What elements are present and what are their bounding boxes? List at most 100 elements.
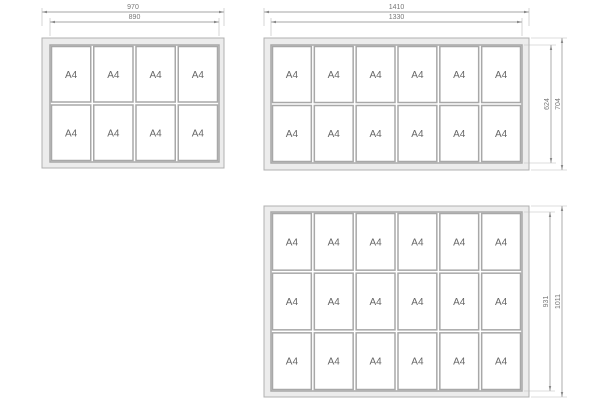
a4-label: A4 <box>328 70 341 81</box>
a4-label: A4 <box>328 297 341 308</box>
dim-height-inner-2-label: 624 <box>544 98 551 110</box>
a4-label: A4 <box>286 237 299 248</box>
a4-pocket <box>397 45 438 104</box>
a4-pocket <box>135 45 176 103</box>
board-inner-frame <box>270 44 523 164</box>
dim-width-outer-1-label: 970 <box>127 4 139 11</box>
dim-height-outer-3-label: 1011 <box>555 294 562 309</box>
a4-label: A4 <box>369 129 382 140</box>
a4-pocket <box>271 332 313 391</box>
a4-label: A4 <box>328 357 341 368</box>
a4-pocket <box>355 212 396 271</box>
dim-height-outer-2-arrow <box>560 165 564 170</box>
board-6x2 <box>263 37 530 171</box>
a4-pocket <box>480 332 522 391</box>
a4-pocket <box>271 45 313 104</box>
a4-pocket <box>397 212 438 271</box>
a4-label: A4 <box>369 297 382 308</box>
a4-label: A4 <box>65 128 78 139</box>
a4-pocket <box>355 104 396 163</box>
a4-label: A4 <box>411 129 424 140</box>
board-inner-frame <box>270 211 523 392</box>
a4-label: A4 <box>495 237 508 248</box>
a4-label: A4 <box>495 357 508 368</box>
a4-label: A4 <box>107 128 120 139</box>
dim-height-inner-3-arrow <box>548 386 552 391</box>
a4-label: A4 <box>286 70 299 81</box>
a4-pocket <box>355 45 396 104</box>
a4-label: A4 <box>411 297 424 308</box>
a4-pocket <box>439 104 480 163</box>
a4-pocket <box>313 45 354 104</box>
a4-label: A4 <box>495 129 508 140</box>
a4-label: A4 <box>107 70 120 81</box>
dim-width-inner-1-arrow <box>50 20 55 24</box>
dim-width-inner-1-label: 890 <box>129 14 141 21</box>
dim-height-inner-3-label: 931 <box>543 296 550 308</box>
a4-label: A4 <box>192 70 205 81</box>
a4-label: A4 <box>411 70 424 81</box>
a4-pocket <box>397 104 438 163</box>
a4-pocket <box>50 45 92 103</box>
a4-label: A4 <box>192 128 205 139</box>
a4-pocket <box>480 104 522 163</box>
dim-width-outer-1-arrow <box>219 10 224 14</box>
a4-pocket <box>439 212 480 271</box>
a4-pocket <box>355 332 396 391</box>
a4-pocket <box>313 332 354 391</box>
a4-pocket <box>355 272 396 331</box>
dim-height-inner-3-arrow <box>548 212 552 217</box>
dim-height-inner-2-arrow <box>549 158 553 163</box>
a4-label: A4 <box>150 128 163 139</box>
a4-pocket <box>313 104 354 163</box>
a4-pocket <box>93 45 134 103</box>
a4-label: A4 <box>286 297 299 308</box>
a4-pocket <box>397 272 438 331</box>
dim-height-outer-3-arrow <box>560 392 564 397</box>
a4-label: A4 <box>453 357 466 368</box>
a4-pocket <box>135 104 176 162</box>
a4-pocket <box>439 272 480 331</box>
a4-label: A4 <box>150 70 163 81</box>
a4-label: A4 <box>495 70 508 81</box>
dim-width-inner-2-label: 1330 <box>389 14 405 21</box>
dim-width-outer-2-label: 1410 <box>389 4 405 11</box>
a4-pocket <box>313 272 354 331</box>
dim-width-inner-2-arrow <box>271 20 276 24</box>
a4-label: A4 <box>411 237 424 248</box>
a4-label: A4 <box>286 357 299 368</box>
a4-label: A4 <box>328 129 341 140</box>
a4-pocket <box>50 104 92 162</box>
dim-height-inner-2-arrow <box>549 45 553 50</box>
dim-width-inner-2-arrow <box>517 20 522 24</box>
a4-label: A4 <box>328 237 341 248</box>
board-6x3 <box>263 205 530 398</box>
a4-label: A4 <box>369 70 382 81</box>
a4-label: A4 <box>453 129 466 140</box>
dim-width-outer-1-arrow <box>42 10 47 14</box>
a4-label: A4 <box>286 129 299 140</box>
dim-height-outer-2-arrow <box>560 38 564 43</box>
dim-height-outer-2-label: 704 <box>555 98 562 110</box>
dim-width-outer-2-arrow <box>264 10 269 14</box>
dim-width-outer-2-arrow <box>524 10 529 14</box>
a4-label: A4 <box>453 237 466 248</box>
a4-label: A4 <box>411 357 424 368</box>
a4-pocket <box>271 212 313 271</box>
dim-height-outer-3-arrow <box>560 206 564 211</box>
a4-label: A4 <box>495 297 508 308</box>
a4-pocket <box>480 45 522 104</box>
a4-pocket <box>313 212 354 271</box>
a4-pocket <box>271 104 313 163</box>
a4-pocket <box>480 212 522 271</box>
a4-pocket <box>93 104 134 162</box>
a4-pocket <box>439 45 480 104</box>
a4-label: A4 <box>453 70 466 81</box>
dim-width-inner-1-arrow <box>214 20 219 24</box>
a4-pocket <box>397 332 438 391</box>
a4-label: A4 <box>453 297 466 308</box>
a4-label: A4 <box>369 237 382 248</box>
a4-pocket <box>177 104 219 162</box>
a4-pocket <box>177 45 219 103</box>
